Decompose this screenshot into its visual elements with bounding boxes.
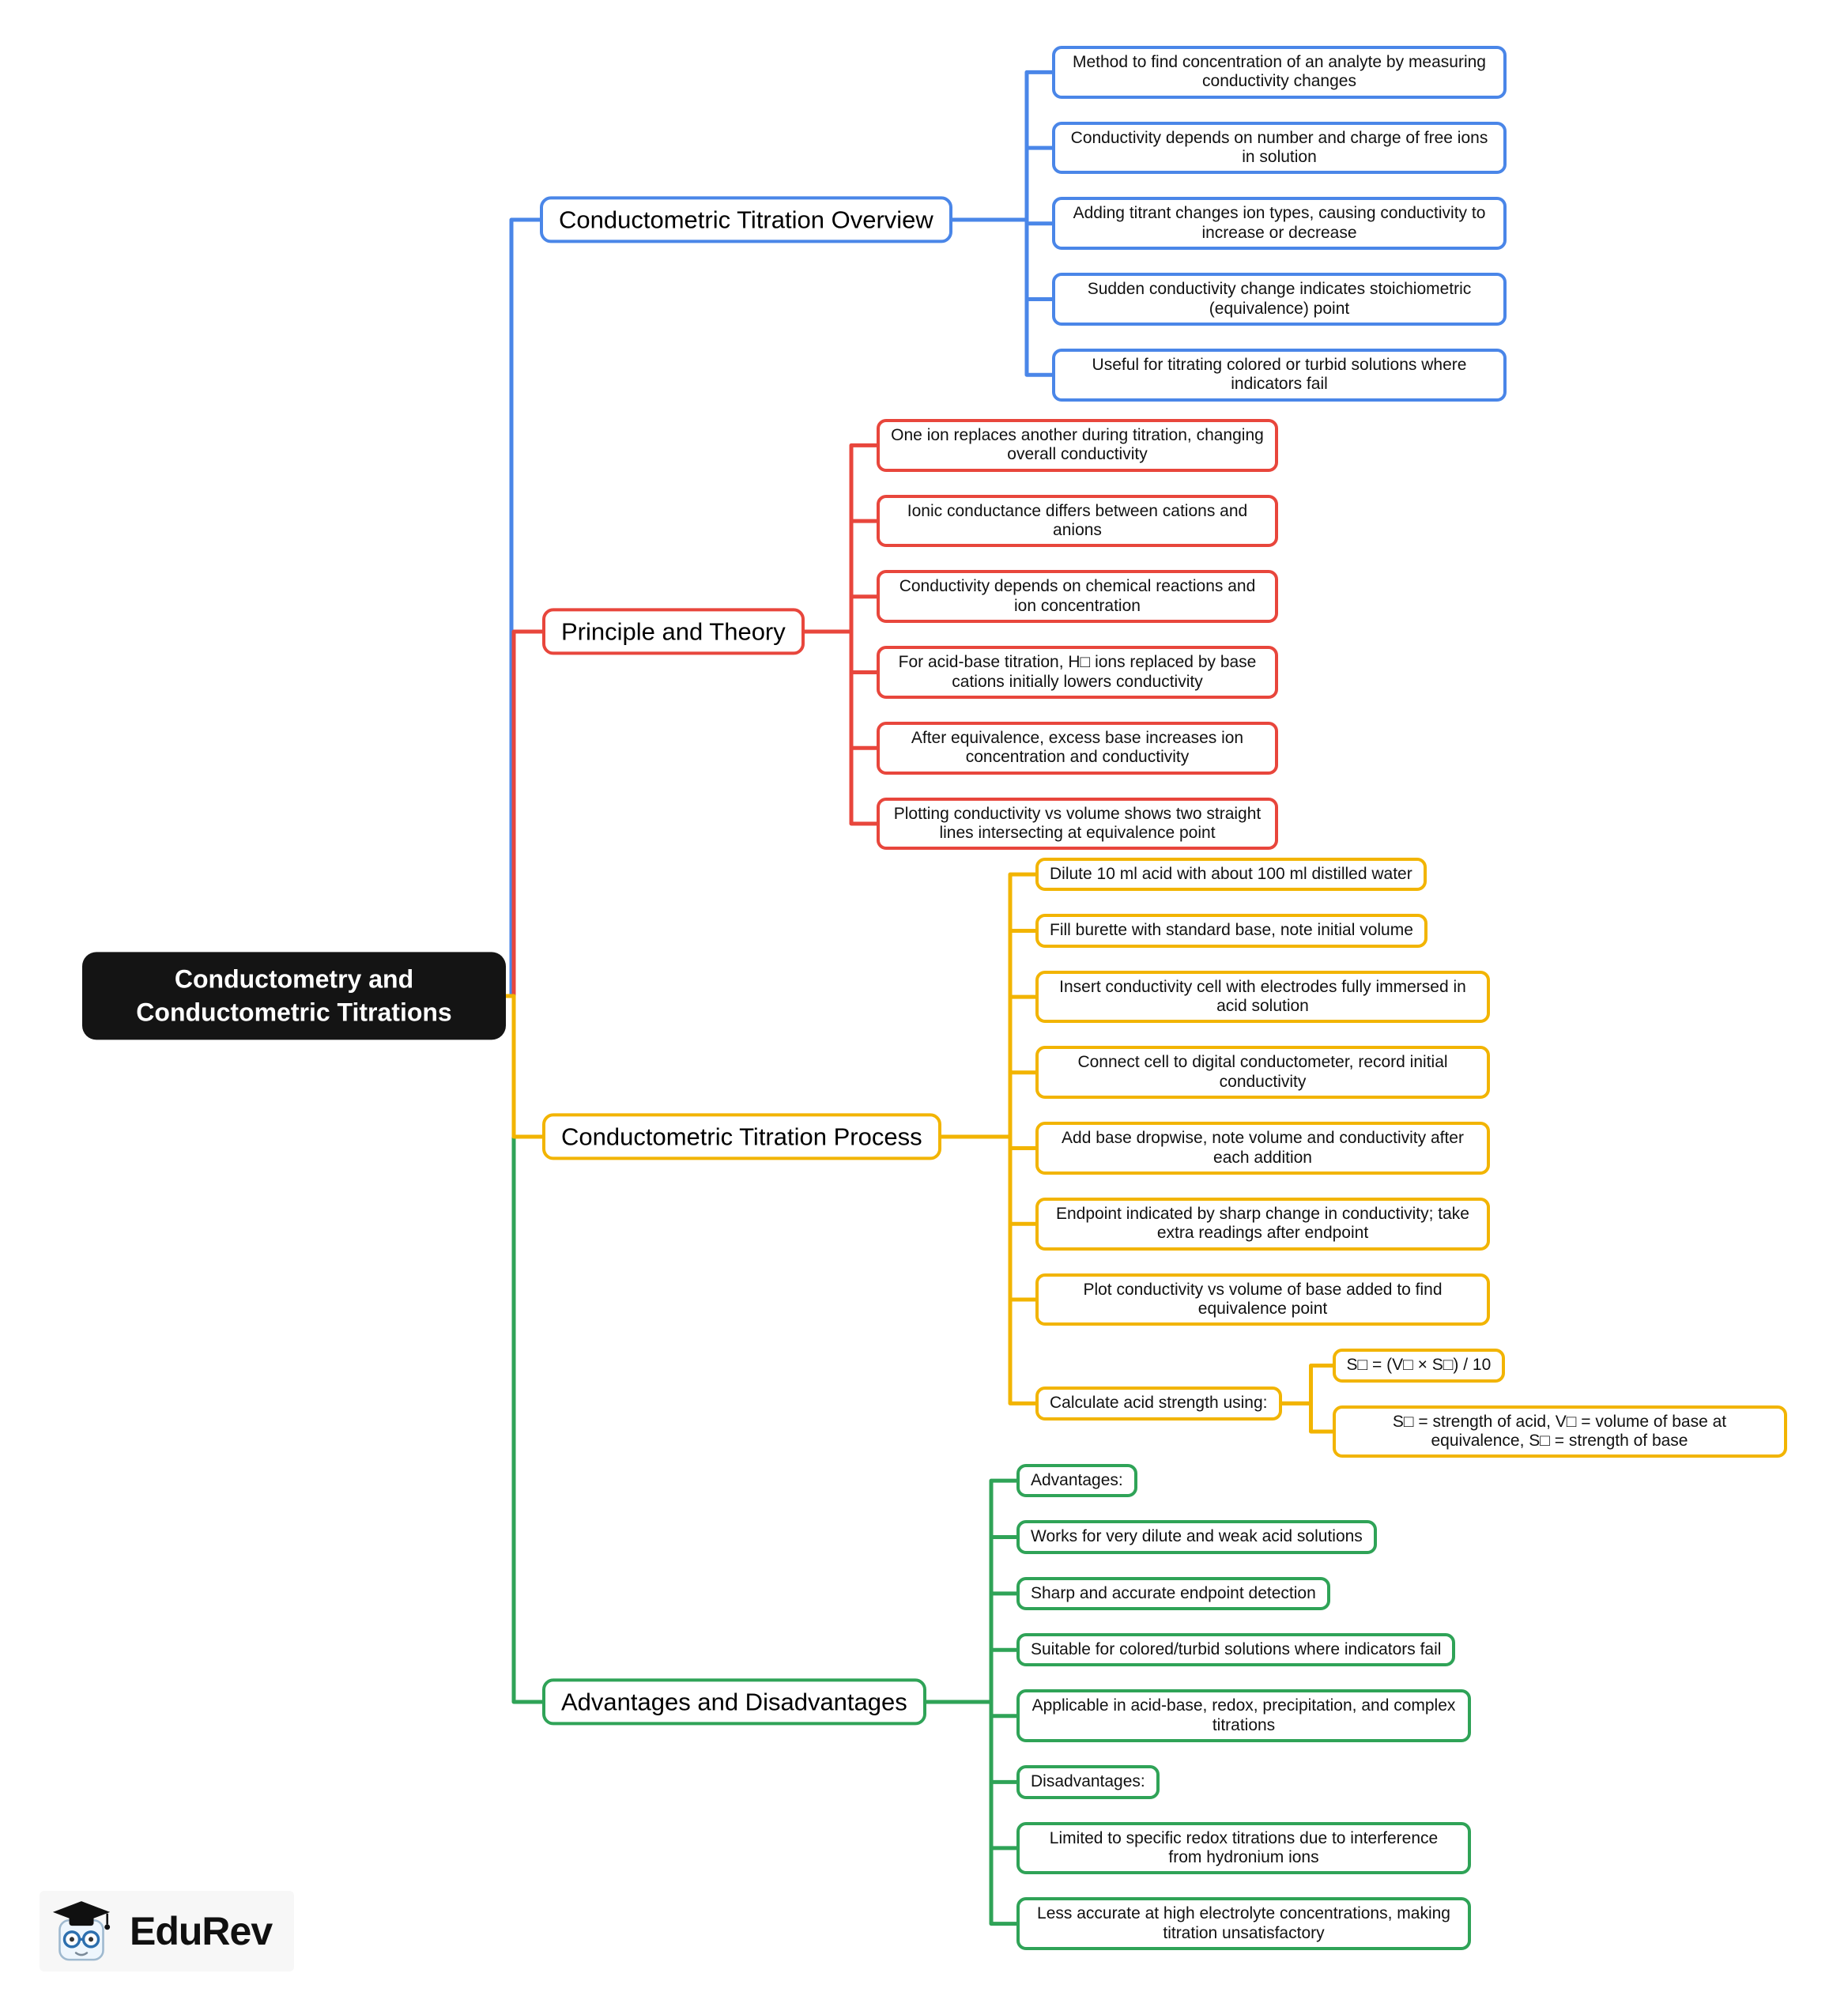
leaf-node: Method to find concentration of an analy…	[1052, 46, 1507, 99]
leaf-node: Sharp and accurate endpoint detection	[1016, 1576, 1330, 1611]
edurev-mascot-icon	[52, 1901, 111, 1961]
leaf-node: Disadvantages:	[1016, 1765, 1160, 1799]
branch-children-column: Method to find concentration of an analy…	[1052, 46, 1507, 402]
leaf-node-formula: S□ = (V□ × S□) / 10	[1332, 1349, 1506, 1383]
leaf-node: Endpoint indicated by sharp change in co…	[1035, 1197, 1490, 1251]
leaf-node: Insert conductivity cell with electrodes…	[1035, 970, 1490, 1024]
leaf-node: Conductivity depends on number and charg…	[1052, 121, 1507, 175]
leaf-node: Less accurate at high electrolyte concen…	[1016, 1897, 1471, 1950]
leaf-node-calculate-strength: Calculate acid strength using:	[1035, 1387, 1282, 1421]
leaf-node: After equivalence, excess base increases…	[877, 721, 1278, 775]
leaf-node: Adding titrant changes ion types, causin…	[1052, 197, 1507, 251]
leaf-node: One ion replaces another during titratio…	[877, 419, 1278, 472]
leaf-node: Plot conductivity vs volume of base adde…	[1035, 1273, 1490, 1326]
root-topic-node: Conductometry and Conductometric Titrati…	[82, 952, 506, 1040]
leaf-node: Conductivity depends on chemical reactio…	[877, 570, 1278, 624]
leaf-node: Plotting conductivity vs volume shows tw…	[877, 797, 1278, 851]
branch-children-column: One ion replaces another during titratio…	[877, 419, 1278, 851]
formula-subcolumn: S□ = (V□ × S□) / 10 S□ = strength of aci…	[1332, 1349, 1787, 1458]
branch-children-column: Advantages: Works for very dilute and we…	[1016, 1464, 1471, 1950]
leaf-node: Connect cell to digital conductometer, r…	[1035, 1046, 1490, 1100]
leaf-node: Works for very dilute and weak acid solu…	[1016, 1520, 1377, 1554]
branch-children-column: Dilute 10 ml acid with about 100 ml dist…	[1035, 858, 1787, 1458]
branch-node-principle-and-theory: Principle and Theory	[542, 608, 805, 655]
leaf-node: Add base dropwise, note volume and condu…	[1035, 1122, 1490, 1175]
formula-subtree: Calculate acid strength using: S□ = (V□ …	[1035, 1349, 1787, 1458]
branch-node-titration-overview: Conductometric Titration Overview	[540, 196, 952, 243]
edurev-logo[interactable]: EduRev	[40, 1891, 295, 1971]
leaf-node: Limited to specific redox titrations due…	[1016, 1821, 1471, 1875]
leaf-node: Useful for titrating colored or turbid s…	[1052, 348, 1507, 402]
leaf-node: Fill burette with standard base, note in…	[1035, 914, 1427, 948]
edurev-logo-text: EduRev	[130, 1909, 273, 1953]
leaf-node: Applicable in acid-base, redox, precipit…	[1016, 1689, 1471, 1743]
branch-node-advantages-disadvantages: Advantages and Disadvantages	[542, 1678, 926, 1726]
branch-node-titration-process: Conductometric Titration Process	[542, 1113, 941, 1160]
leaf-node: Sudden conductivity change indicates sto…	[1052, 273, 1507, 326]
leaf-node-formula-legend: S□ = strength of acid, V□ = volume of ba…	[1332, 1405, 1787, 1458]
leaf-node: Ionic conductance differs between cation…	[877, 494, 1278, 548]
leaf-node: For acid-base titration, H□ ions replace…	[877, 646, 1278, 699]
leaf-node: Advantages:	[1016, 1464, 1137, 1498]
leaf-node: Suitable for colored/turbid solutions wh…	[1016, 1633, 1456, 1667]
leaf-node: Dilute 10 ml acid with about 100 ml dist…	[1035, 858, 1427, 892]
